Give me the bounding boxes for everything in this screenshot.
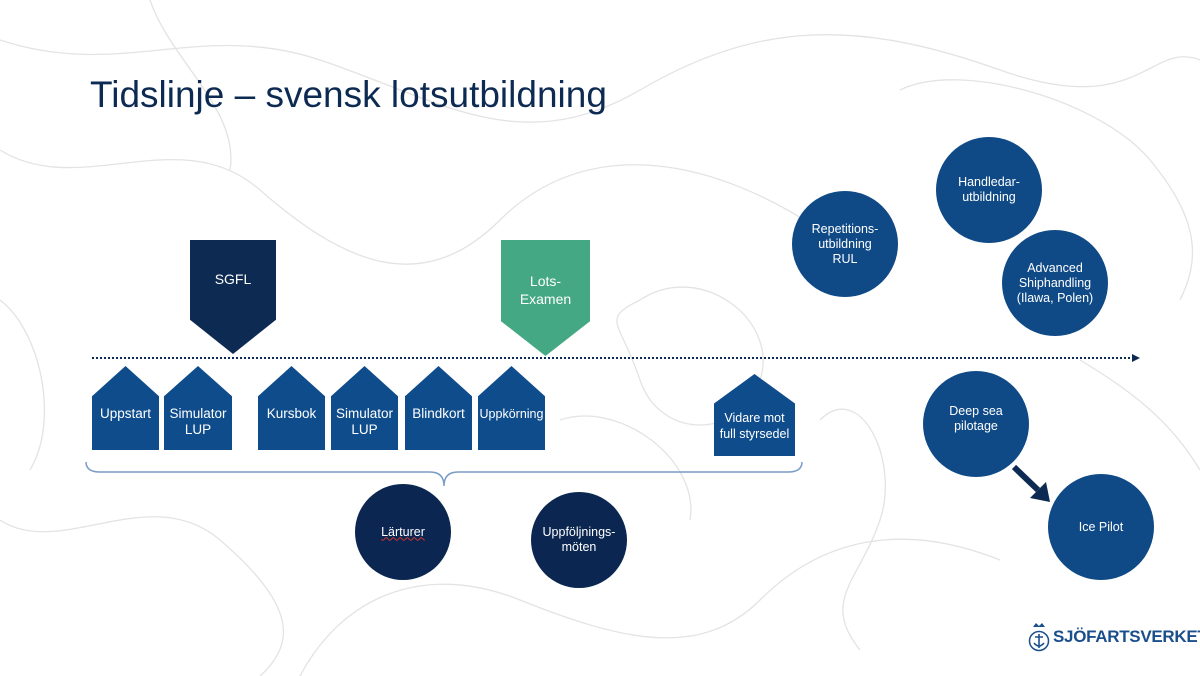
label: Ice Pilot [1078, 519, 1124, 534]
circle-deep-sea-pilotage: Deep sea pilotage [923, 371, 1029, 477]
arrow-deepsea-to-icepilot [1011, 464, 1041, 493]
label: Uppföljnings- möten [542, 525, 616, 554]
label: Deep sea pilotage [949, 404, 1003, 433]
label: Advanced Shiphandling (Ilawa, Polen) [1016, 260, 1094, 305]
label: Handledar- utbildning [958, 175, 1020, 204]
label: Uppstart [99, 406, 152, 421]
label: Blindkort [412, 406, 465, 421]
label: Simulator LUP [335, 406, 394, 437]
anchor-crown-icon [1028, 623, 1050, 652]
circle-handledarutbildning: Handledar- utbildning [936, 137, 1042, 243]
lotsexamen-label: Lots- Examen [519, 273, 572, 307]
circle-larturer: Lärturer [355, 484, 451, 580]
sgfl-label: SGFL [214, 271, 252, 287]
slide-title: Tidslinje – svensk lotsutbildning [90, 74, 607, 115]
brace [85, 461, 803, 487]
label: Lärturer [381, 524, 425, 539]
logo-text: SJÖFARTSVERKET [1053, 627, 1200, 646]
label: Simulator LUP [169, 406, 227, 437]
label: Uppkörning [479, 407, 544, 421]
circle-ice-pilot: Ice Pilot [1048, 474, 1154, 580]
circle-uppfoljningsmoten: Uppföljnings- möten [531, 492, 627, 588]
label: Kursbok [266, 406, 317, 421]
sjofartsverket-logo: SJÖFARTSVERKET [1028, 621, 1200, 653]
circle-advanced-shiphandling: Advanced Shiphandling (Ilawa, Polen) [1002, 230, 1108, 336]
circle-repetitionsutbildning: Repetitions- utbildning RUL [792, 191, 898, 297]
timeline-arrowhead [1132, 354, 1140, 362]
label: Vidare mot full styrsedel [719, 411, 790, 441]
label: Repetitions- utbildning RUL [811, 221, 879, 266]
